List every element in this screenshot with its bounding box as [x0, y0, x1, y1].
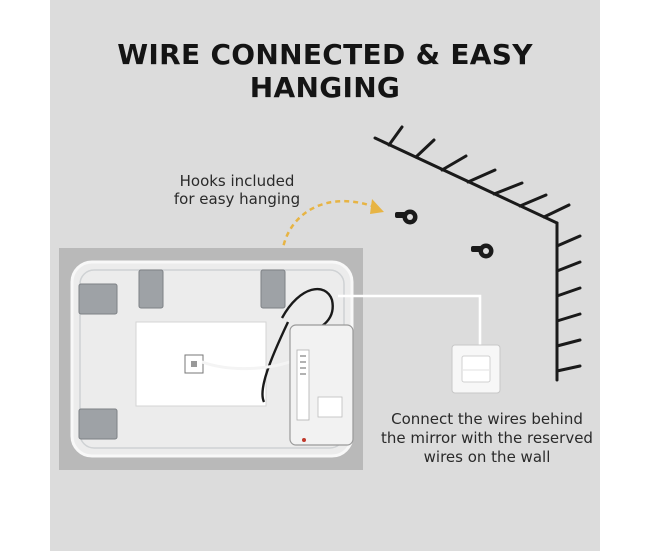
illustration	[59, 125, 582, 470]
hooks-caption-line: Hooks included	[179, 172, 295, 190]
connect-caption-line: the mirror with the reserved	[381, 429, 593, 447]
wall-hook-icon	[471, 243, 494, 259]
mirror-hook	[138, 269, 286, 309]
hooks-caption-line: for easy hanging	[173, 190, 301, 208]
dashed-arrow	[280, 199, 384, 273]
junction-box-icon	[289, 324, 354, 446]
hooks-caption: Hooks included for easy hanging	[162, 172, 312, 208]
page-title: WIRE CONNECTED & EASY HANGING	[117, 38, 533, 104]
wall-hook-icon	[395, 209, 418, 225]
connect-caption-line: Connect the wires behind	[391, 410, 583, 428]
connect-caption: Connect the wires behind the mirror with…	[377, 410, 597, 467]
wall-corner-icon	[373, 125, 582, 382]
wall-switch-icon	[451, 344, 501, 394]
connect-caption-line: wires on the wall	[423, 448, 551, 466]
product-panel: WIRE CONNECTED & EASY HANGING	[50, 0, 600, 551]
wall-wire	[338, 294, 482, 345]
mirror-clamp	[78, 283, 118, 440]
